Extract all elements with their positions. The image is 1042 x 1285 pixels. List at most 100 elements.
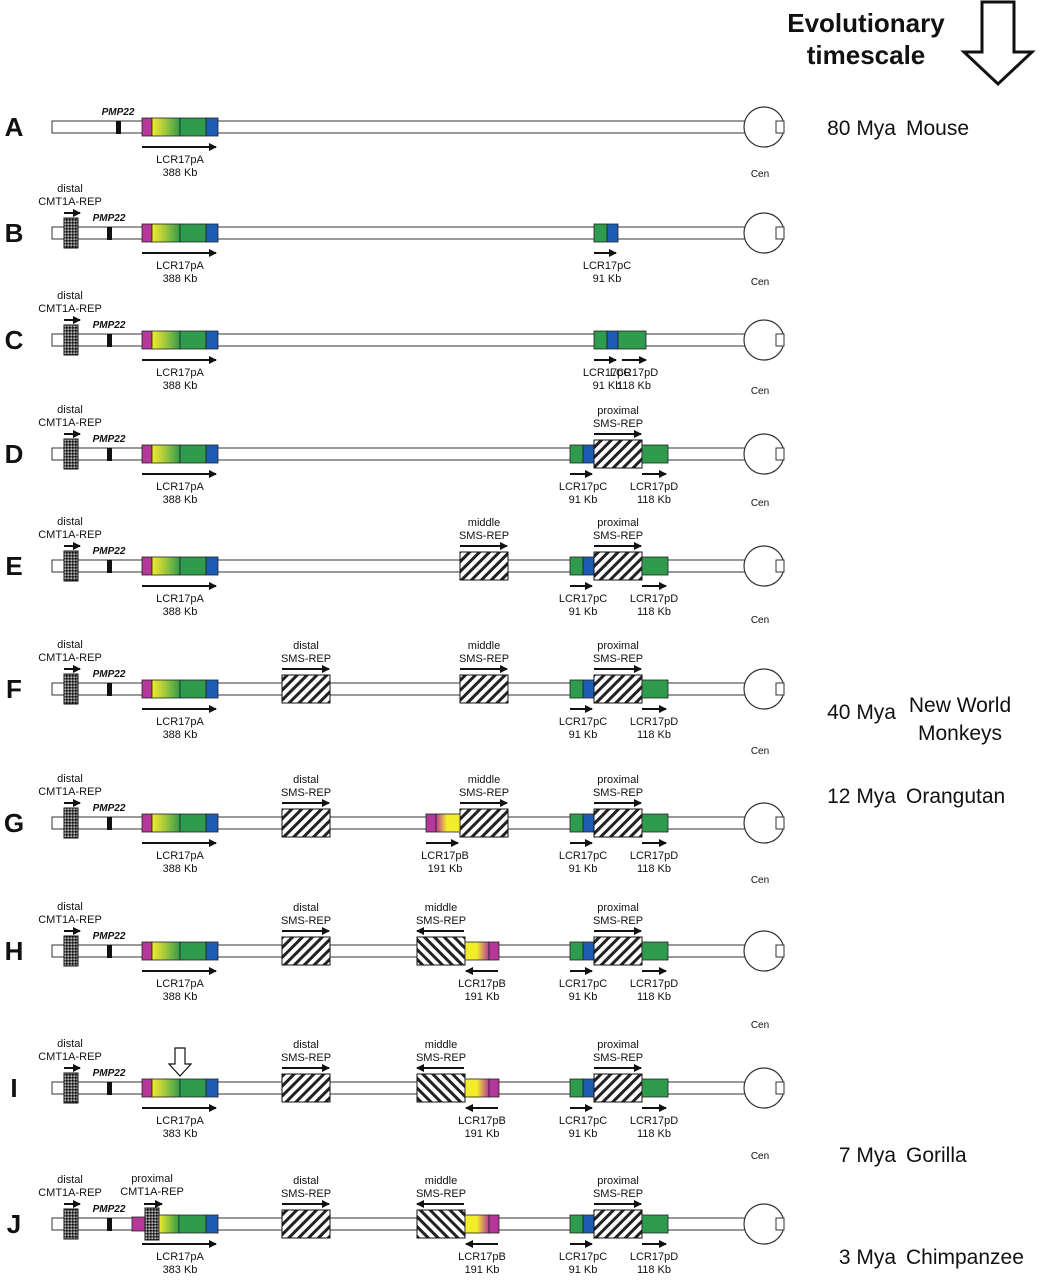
timescale-down-arrow-icon	[960, 0, 1036, 87]
lcr17pa-label: LCR17pA	[156, 850, 204, 862]
lcr17pa-yellow-segment	[151, 444, 181, 464]
lcr17pa-magenta-segment	[141, 556, 153, 576]
pmp22-label: PMP22	[93, 1204, 126, 1215]
lcr17pc-green-segment	[569, 679, 584, 699]
lcr17pc-size-label: 91 Kb	[593, 273, 622, 285]
lcr17pb-size-label: 191 Kb	[465, 1128, 500, 1140]
proximal-sms-rep-label-line2: SMS-REP	[593, 653, 643, 665]
middle-sms-rep-label-line2: SMS-REP	[459, 787, 509, 799]
middle-sms-rep-block	[459, 674, 509, 704]
lcr17pd-label: LCR17pD	[610, 367, 658, 379]
lcr17pa-magenta-segment	[141, 813, 153, 833]
lcr17pa-magenta-segment	[131, 1216, 146, 1232]
cen-label-I: Cen	[751, 1151, 769, 1162]
proximal-sms-rep-block	[593, 808, 643, 838]
proximal-sms-rep-block	[593, 936, 643, 966]
distal-cmt1a-label-line1: distal	[57, 639, 83, 651]
proximal-sms-rep-label-line1: proximal	[597, 774, 639, 786]
timescale-time-3: 7 Mya	[839, 1144, 897, 1167]
timescale-time-1: 40 Mya	[827, 701, 896, 724]
lcr17pc-green-segment	[593, 223, 608, 243]
distal-cmt1a-label-line1: distal	[57, 516, 83, 528]
middle-sms-rep-label-line2: SMS-REP	[416, 915, 466, 927]
lcr17pc-label: LCR17pC	[559, 978, 607, 990]
timescale-title-line1: Evolutionary	[787, 8, 945, 38]
lcr17pa-size-label: 388 Kb	[163, 729, 198, 741]
middle-sms-rep-label-line1: middle	[425, 1039, 457, 1051]
lcr17pa-size-label: 388 Kb	[163, 494, 198, 506]
cen-label-D: Cen	[751, 498, 769, 509]
lcr17pa-label: LCR17pA	[156, 1251, 204, 1263]
chromosome-end-D	[775, 447, 785, 461]
distal-sms-rep-label-line1: distal	[293, 1039, 319, 1051]
pmp22-marker	[107, 227, 112, 240]
lcr17pa-yellow-segment	[151, 223, 181, 243]
distal-sms-rep-label-line1: distal	[293, 1175, 319, 1187]
lcr17pa-green-segment	[179, 444, 207, 464]
middle-sms-rep-label-line1: middle	[468, 517, 500, 529]
distal-cmt1a-label-line2: CMT1A-REP	[38, 303, 102, 315]
lcr17pb-label: LCR17pB	[421, 850, 469, 862]
lcr17pb-size-label: 191 Kb	[428, 863, 463, 875]
timescale-species-2: Orangutan	[906, 785, 1005, 808]
lcr17pc-size-label: 91 Kb	[569, 1128, 598, 1140]
cen-label-E: Cen	[751, 615, 769, 626]
lcr17pc-blue-segment	[582, 941, 595, 961]
lcr17pa-label: LCR17pA	[156, 593, 204, 605]
timescale-species-3: Gorilla	[906, 1144, 967, 1167]
lcr17pb-magenta-segment	[488, 1078, 500, 1098]
row-letter-E: E	[5, 551, 22, 581]
lcr17pc-blue-segment	[606, 223, 619, 243]
proximal-sms-rep-label-line2: SMS-REP	[593, 915, 643, 927]
distal-cmt1a-label-line2: CMT1A-REP	[38, 652, 102, 664]
distal-cmt1a-rep-block	[63, 673, 79, 705]
row-letter-G: G	[4, 808, 24, 838]
distal-sms-rep-label-line1: distal	[293, 774, 319, 786]
timescale-species-1-0: New World	[909, 694, 1011, 717]
proximal-sms-rep-label-line2: SMS-REP	[593, 787, 643, 799]
row-letter-A: A	[5, 112, 24, 142]
pmp22-marker	[116, 121, 121, 134]
chromosome-end-H	[775, 944, 785, 958]
lcr17pa-yellow-segment	[151, 1078, 181, 1098]
middle-sms-rep-label-line1: middle	[425, 1175, 457, 1187]
pmp22-marker	[107, 334, 112, 347]
lcr17pb-size-label: 191 Kb	[465, 1264, 500, 1276]
proximal-sms-rep-label-line1: proximal	[597, 902, 639, 914]
proximal-cmt1a-label-line1: proximal	[131, 1173, 173, 1185]
lcr17pc-blue-segment	[606, 330, 619, 350]
lcr17pa-size-label: 388 Kb	[163, 273, 198, 285]
distal-cmt1a-rep-block	[63, 1072, 79, 1104]
cen-label-H: Cen	[751, 1020, 769, 1031]
pmp22-marker	[107, 683, 112, 696]
lcr17pa-blue-segment	[205, 1078, 219, 1098]
chromosome-end-B	[775, 226, 785, 240]
pmp22-label: PMP22	[93, 1068, 126, 1079]
distal-sms-rep-label-line1: distal	[293, 640, 319, 652]
lcr17pd-size-label: 118 Kb	[637, 1128, 671, 1140]
lcr17pa-size-label: 388 Kb	[163, 606, 198, 618]
lcr17pa-blue-segment	[205, 330, 219, 350]
lcr17pa-blue-segment	[205, 1214, 219, 1234]
lcr17pa-green-segment	[179, 330, 207, 350]
middle-sms-rep-block	[459, 551, 509, 581]
lcr17pa-label: LCR17pA	[156, 367, 204, 379]
lcr17pc-green-segment	[593, 330, 608, 350]
pmp22-marker	[107, 945, 112, 958]
distal-cmt1a-rep-block	[63, 807, 79, 839]
distal-sms-rep-label-line2: SMS-REP	[281, 915, 331, 927]
lcr17pa-label: LCR17pA	[156, 154, 204, 166]
lcr17pc-blue-segment	[582, 813, 595, 833]
proximal-sms-rep-block	[593, 674, 643, 704]
lcr17pa-yellow-segment	[151, 556, 181, 576]
lcr17pc-label: LCR17pC	[559, 481, 607, 493]
lcr17pa-magenta-segment	[141, 117, 153, 137]
lcr17pa-label: LCR17pA	[156, 481, 204, 493]
pmp22-label: PMP22	[93, 434, 126, 445]
lcr17pc-size-label: 91 Kb	[569, 991, 598, 1003]
lcr17pc-size-label: 91 Kb	[593, 380, 622, 392]
distal-cmt1a-rep-block	[63, 217, 79, 249]
lcr17pa-green-segment	[179, 813, 207, 833]
lcr17pc-label: LCR17pC	[583, 367, 631, 379]
